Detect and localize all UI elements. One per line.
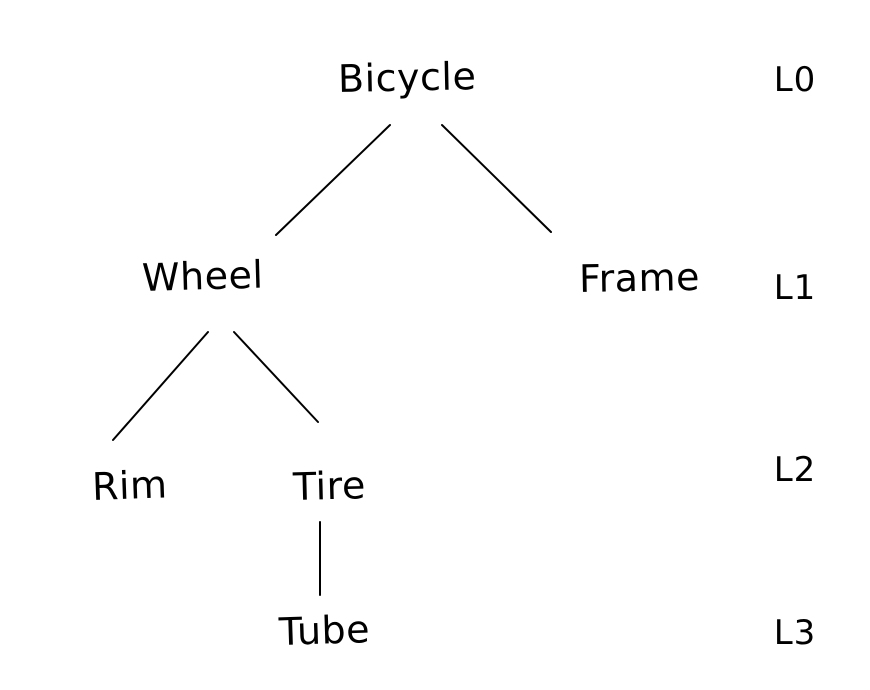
node-rim[interactable]: Rim — [90, 462, 168, 509]
level-label-l2: L2 — [773, 450, 817, 490]
node-wheel[interactable]: Wheel — [141, 252, 264, 301]
level-label-l1: L1 — [773, 268, 817, 308]
edge-wheel-to-tire — [233, 331, 319, 423]
level-label-l3: L3 — [773, 613, 817, 653]
edge-bicycle-to-frame — [441, 124, 552, 233]
node-tire[interactable]: Tire — [292, 463, 367, 510]
node-bicycle[interactable]: Bicycle — [337, 53, 478, 101]
level-label-l0: L0 — [773, 60, 817, 100]
edge-group — [112, 124, 552, 596]
edge-bicycle-to-wheel — [275, 124, 391, 236]
node-tube[interactable]: Tube — [278, 606, 371, 654]
node-frame[interactable]: Frame — [578, 254, 701, 301]
edge-wheel-to-rim — [112, 331, 209, 441]
